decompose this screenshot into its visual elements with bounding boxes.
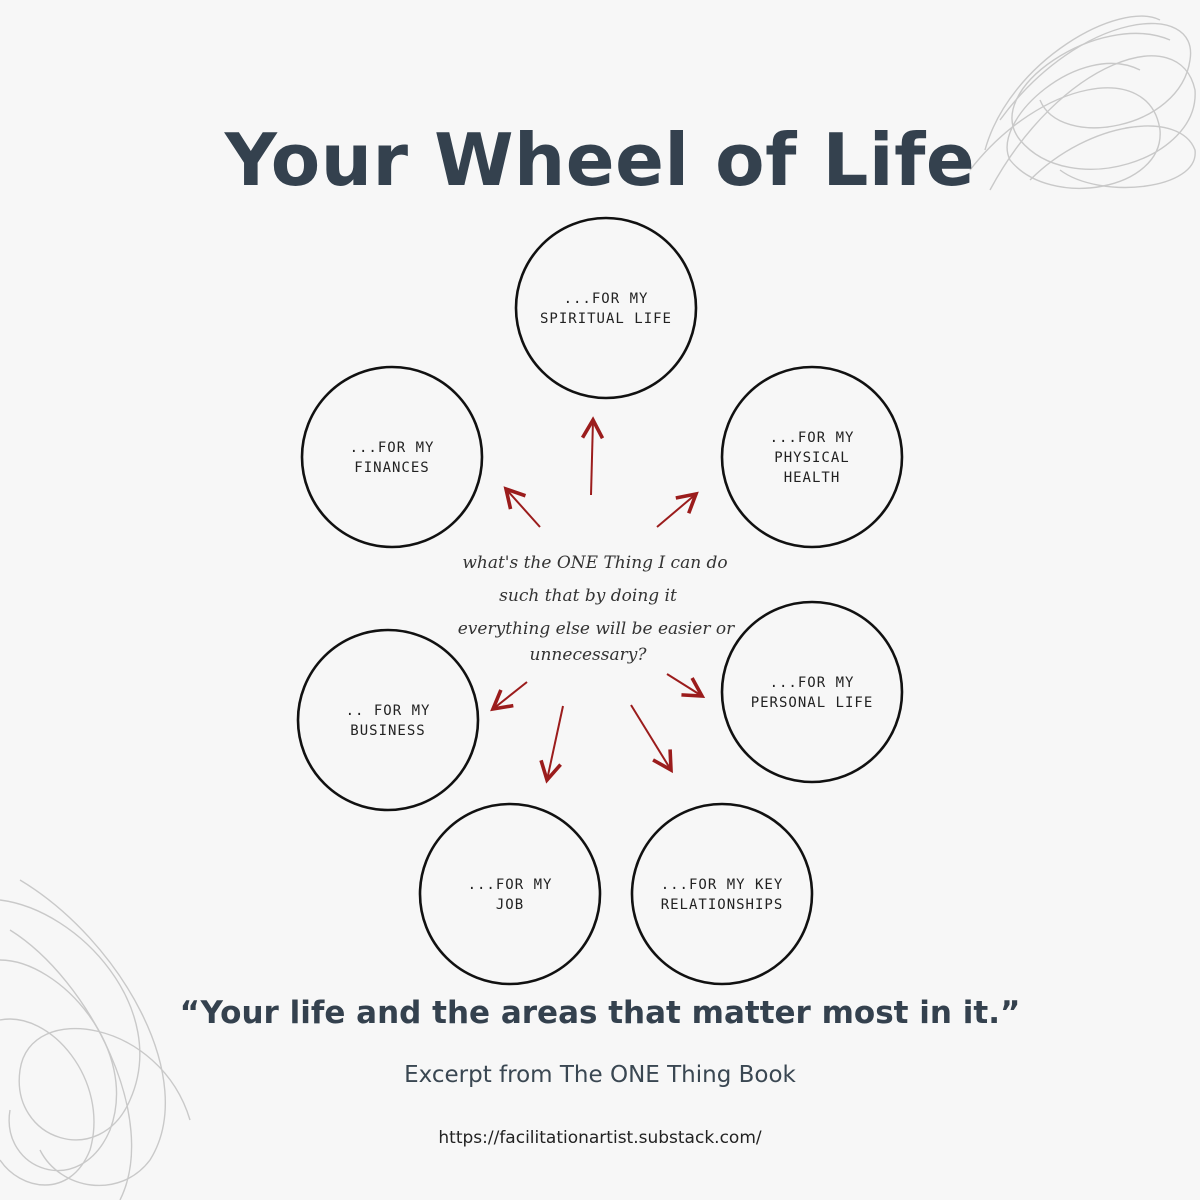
area-label-line: ...FOR MY KEY [661,877,784,893]
arrow-6 [503,486,541,528]
area-label-line: ...FOR MY [770,675,855,691]
center-question-line: everything else will be easier or [458,619,735,639]
arrow-3 [630,704,673,774]
arrow-2 [666,673,706,698]
area-label-line: PHYSICAL [774,450,849,466]
area-label-line: ...FOR MY [564,291,649,307]
area-circle-2: ...FOR MY PERSONAL LIFE [720,600,904,784]
area-circle-3: ...FOR MY KEY RELATIONSHIPS [630,802,814,986]
center-question-line: unnecessary? [530,645,648,665]
area-ring [296,628,480,812]
area-circle-4: ...FOR MY JOB [418,802,602,986]
center-question-line: what's the ONE Thing I can do [462,553,727,573]
area-label-line: .. FOR MY [346,703,431,719]
area-label-line: JOB [496,897,524,913]
area-label-line: SPIRITUAL LIFE [540,311,672,327]
area-circle-6: ...FOR MY FINANCES [300,365,484,549]
arrow-5 [490,681,528,712]
source-caption: Excerpt from The ONE Thing Book [404,1062,796,1088]
scribble-bottom-left [0,879,191,1200]
area-circle-1: ...FOR MY PHYSICAL HEALTH [720,365,904,549]
center-question-line: such that by doing it [499,586,677,606]
area-ring [418,802,602,986]
arrow-4 [539,705,564,784]
arrow-0 [580,416,605,496]
area-label-line: RELATIONSHIPS [661,897,784,913]
scribble-top-right [969,15,1196,191]
area-ring [720,365,904,549]
area-ring [300,365,484,549]
page-title: Your Wheel of Life [224,118,976,202]
arrow-1 [656,491,699,528]
area-circle-5: .. FOR MY BUSINESS [296,628,480,812]
area-label-line: HEALTH [784,470,841,486]
area-label-line: BUSINESS [350,723,425,739]
area-label-line: ...FOR MY [468,877,553,893]
source-url[interactable]: https://facilitationartist.substack.com/ [438,1128,762,1148]
area-label-line: ...FOR MY [350,440,435,456]
area-label-line: ...FOR MY [770,430,855,446]
area-ring [720,600,904,784]
area-label-line: FINANCES [354,460,429,476]
area-ring [630,802,814,986]
quote-text: “Your life and the areas that matter mos… [179,995,1021,1031]
area-label-line: PERSONAL LIFE [751,695,874,711]
area-circle-0: ...FOR MY SPIRITUAL LIFE [514,216,698,400]
area-ring [514,216,698,400]
